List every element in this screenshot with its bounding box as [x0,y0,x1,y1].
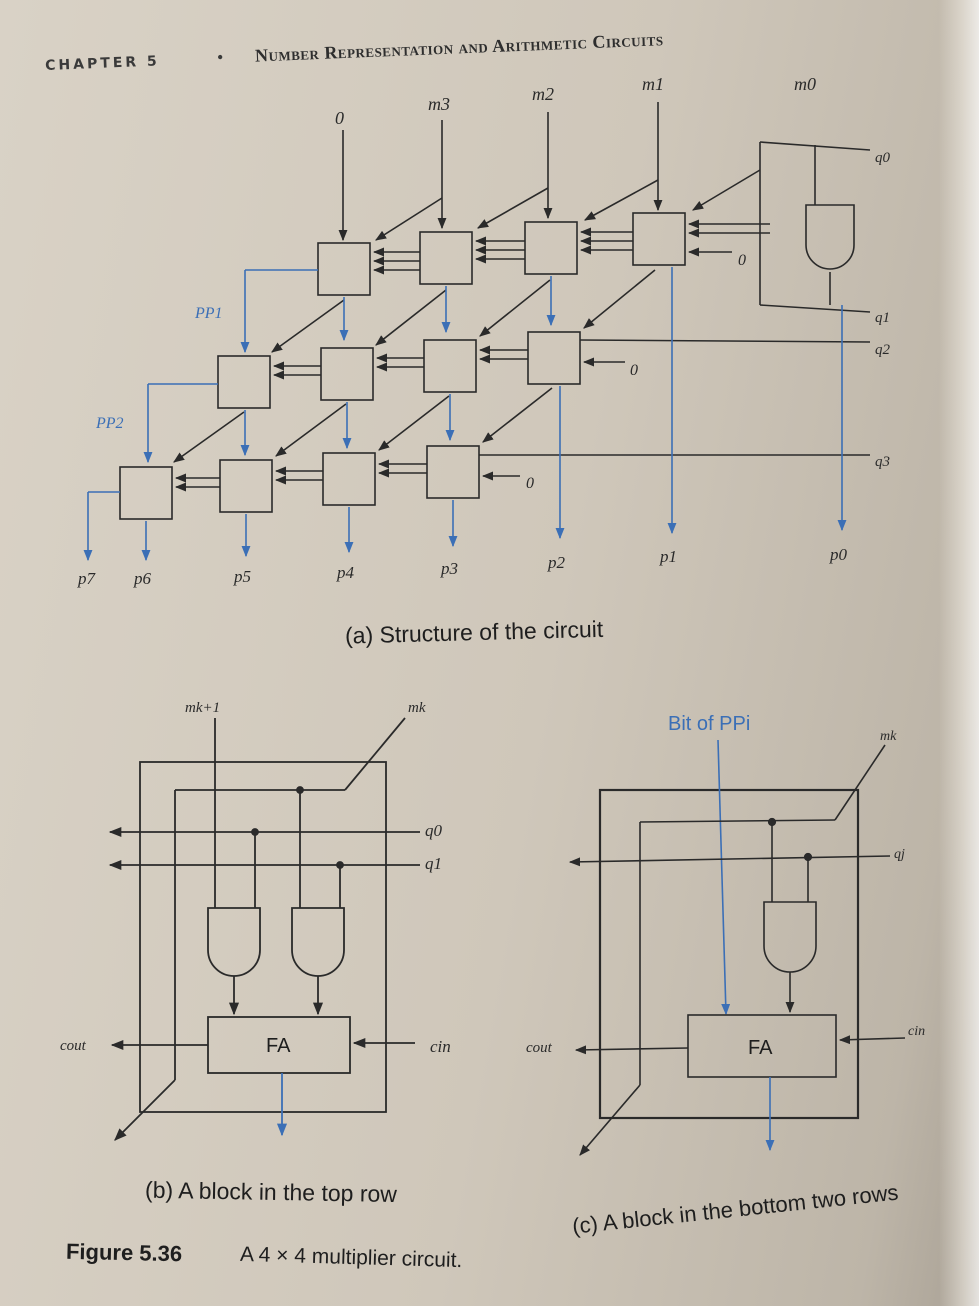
mult-block-r3c1 [322,452,376,506]
cout-label-b: cout [60,1038,87,1054]
cout-label-c: cout [526,1040,553,1056]
input-m2-label: m2 [532,84,554,104]
mult-block-r3c2 [219,459,273,513]
mult-block-r2c1 [423,339,477,393]
mk-label-b: mk [408,700,426,716]
p0-label: p0 [829,545,848,564]
input-m3-label: m3 [428,94,450,114]
pp2-label: PP2 [95,415,124,432]
mk1-label: mk+1 [185,700,220,716]
p2-label: p2 [547,553,566,572]
mult-block-r1c3 [317,242,371,296]
mult-block-r3c3 [119,466,173,520]
q2-label: q2 [875,342,891,358]
fa-label-b: FA [266,1035,291,1057]
cin-label-b: cin [430,1037,451,1056]
page-fold-shadow [939,0,979,1306]
p5-label: p5 [233,567,251,586]
zero-label-row3: 0 [526,475,534,492]
p6-label: p6 [133,569,152,588]
product-arrows [141,267,847,562]
mult-block-r2c3 [217,355,271,409]
p3-label: p3 [440,559,458,578]
mult-block-r2c0 [527,331,581,385]
caption-c: (c) A block in the bottom two rows [571,1180,900,1239]
q1-label: q1 [875,310,890,326]
mult-block-r3c0 [426,445,480,499]
top-row-block-diagram [108,717,420,1141]
p1-label: p1 [659,547,677,566]
mult-block-r1c1 [524,221,578,275]
full-adder-c [687,1014,837,1078]
q0-label-b: q0 [425,821,443,840]
and-gate-b2 [291,907,345,977]
qj-label-c: qj [894,847,905,862]
mult-block-r1c0 [632,212,686,266]
cin-label-c: cin [908,1024,925,1039]
structure-labels: 0 m3 m2 m1 m0 q0 q1 q2 q3 PP1 PP2 0 0 0 … [77,74,891,649]
input-m1-label: m1 [642,74,664,94]
caption-b: (b) A block in the top row [145,1177,398,1207]
top-row-block-labels: mk+1 mk q0 q1 FA cout cin (b) A block in… [60,700,451,1207]
mk-label-c: mk [880,729,897,744]
zero-label-row1: 0 [738,252,746,269]
figure-number: Figure 5.36 [65,1238,183,1267]
bit-of-ppi-label: Bit of PPi [668,713,750,735]
input-m0-label: m0 [794,74,816,94]
p4-label: p4 [336,563,355,582]
q3-label: q3 [875,454,890,470]
q1-label-b: q1 [425,854,442,873]
zero-label-row2: 0 [630,362,638,379]
and-gate-p0 [805,204,855,270]
mult-block-r1c2 [419,231,473,285]
bottom-row-block-diagram [568,739,906,1156]
and-gate-b1 [207,907,261,977]
and-gate-c [763,901,817,973]
mult-block-r2c2 [320,347,374,401]
p7-label: p7 [77,569,97,588]
input-zero-label: 0 [335,108,344,128]
q0-label: q0 [875,150,891,166]
fa-label-c: FA [748,1037,773,1059]
pp1-label: PP1 [194,305,223,322]
structure-diagram [83,102,871,562]
caption-a: (a) Structure of the circuit [345,616,604,649]
